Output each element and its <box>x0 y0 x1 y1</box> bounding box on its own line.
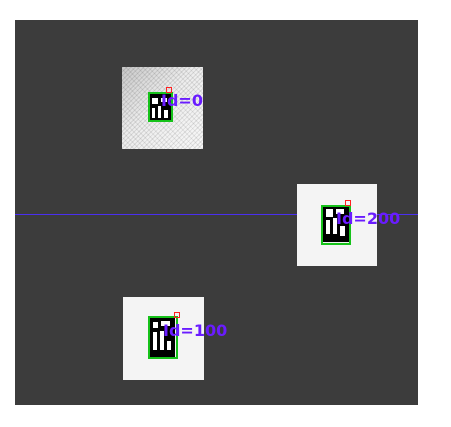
detection-viewport: Id=0 Id=200 Id=100 <box>15 20 418 405</box>
aruco-marker-200 <box>323 206 349 242</box>
corner-marker-200 <box>345 200 351 206</box>
detection-box-0 <box>148 92 173 122</box>
corner-marker-100 <box>174 312 180 318</box>
tag-label-100: Id=100 <box>163 321 228 340</box>
horizontal-guide-line <box>15 214 418 215</box>
aruco-marker-100 <box>149 317 175 357</box>
aruco-marker-0 <box>149 94 171 122</box>
detection-box-200 <box>321 205 351 245</box>
corner-marker-0 <box>166 87 172 93</box>
detection-box-100 <box>148 316 178 359</box>
tag-label-200: Id=200 <box>336 209 401 228</box>
tag-label-0: Id=0 <box>161 91 203 110</box>
